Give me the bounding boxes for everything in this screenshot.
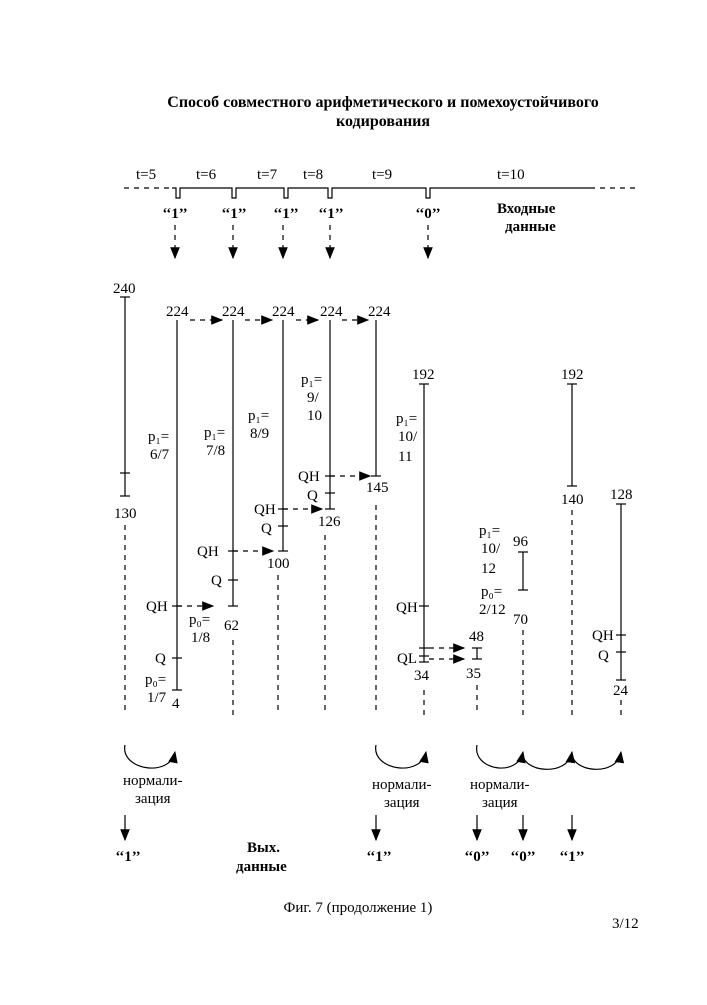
value-240: 240 [113, 281, 136, 297]
title-line-1: Способ совместного арифметического и пом… [167, 94, 598, 111]
prob-p0-h-label: p₀= [145, 672, 166, 688]
value-126: 126 [318, 514, 341, 530]
value-224-c: 224 [272, 304, 295, 320]
input-label-line-2: данные [505, 219, 556, 235]
prob-p1-f-value-2: 12 [481, 561, 496, 577]
marker-q-4: Q [307, 488, 318, 504]
input-label-line-1: Входные [497, 201, 556, 217]
output-symbol-4: ‘‘0’’ [510, 849, 535, 865]
marker-q-1: Q [155, 651, 166, 667]
prob-p1-f-label: p₁= [479, 523, 500, 539]
normalization-label-2-line-1: нормали- [372, 777, 432, 793]
input-symbol-2: ‘‘1’’ [221, 206, 246, 222]
time-label-10: t=10 [497, 167, 525, 183]
value-192-a: 192 [412, 367, 435, 383]
time-label-7: t=7 [257, 167, 278, 183]
output-symbol-5: ‘‘1’’ [559, 849, 584, 865]
time-label-8: t=8 [303, 167, 323, 183]
prob-p1-b-value: 7/8 [206, 443, 225, 459]
prob-p0-g-value: 1/8 [191, 630, 210, 646]
value-96: 96 [513, 534, 529, 550]
value-70: 70 [513, 612, 528, 628]
input-symbol-1: ‘‘1’’ [162, 206, 187, 222]
marker-ql: QL [397, 651, 417, 667]
marker-qh-1: QH [146, 599, 168, 615]
value-224-b: 224 [222, 304, 245, 320]
prob-p1-c-label: p₁= [248, 408, 269, 424]
marker-qh-6: QH [592, 628, 614, 644]
output-label-line-2: данные [236, 859, 287, 875]
output-arrows [125, 815, 572, 840]
normalization-label-3-line-2: зация [482, 795, 518, 811]
time-label-9: t=9 [372, 167, 392, 183]
input-symbol-4: ‘‘1’’ [318, 206, 343, 222]
value-62: 62 [224, 618, 239, 634]
input-symbol-5: ‘‘0’’ [415, 206, 440, 222]
normalization-label-3-line-1: нормали- [470, 777, 530, 793]
prob-p1-d-label: p₁= [301, 372, 322, 388]
prob-p0-i-label: p₀= [481, 584, 502, 600]
value-224-e: 224 [368, 304, 391, 320]
value-35: 35 [466, 666, 481, 682]
marker-q-6: Q [598, 648, 609, 664]
input-arrows [175, 225, 428, 258]
normalization-loops [125, 745, 621, 769]
interval-192-140 [567, 384, 577, 715]
prob-p1-a-label: p₁= [148, 429, 169, 445]
output-symbol-3: ‘‘0’’ [464, 849, 489, 865]
title-line-2: кодирования [336, 113, 430, 130]
prob-p0-i-value: 2/12 [479, 602, 506, 618]
output-symbol-2: ‘‘1’’ [366, 849, 391, 865]
marker-qh-5: QH [396, 600, 418, 616]
value-24: 24 [613, 683, 629, 699]
prob-p1-e-value-1: 10/ [398, 429, 418, 445]
value-224-d: 224 [320, 304, 343, 320]
value-192-b: 192 [561, 367, 584, 383]
value-130: 130 [114, 506, 137, 522]
value-140: 140 [561, 492, 584, 508]
prob-p0-g-label: p₀= [189, 612, 210, 628]
marker-q-2: Q [211, 573, 222, 589]
prob-p1-c-value: 8/9 [250, 426, 269, 442]
output-symbol-1: ‘‘1’’ [115, 849, 140, 865]
prob-p1-a-value: 6/7 [150, 447, 170, 463]
interval-192-34 [419, 384, 464, 715]
prob-p1-b-label: p₁= [204, 425, 225, 441]
output-label-line-1: Вых. [247, 840, 280, 856]
prob-p0-h-value: 1/7 [147, 690, 167, 706]
prob-p1-d-value-1: 9/ [307, 390, 320, 406]
figure-caption: Фиг. 7 (продолжение 1) [284, 900, 433, 916]
marker-qh-4: QH [298, 469, 320, 485]
interval-224-145 [371, 320, 381, 715]
marker-qh-3: QH [254, 502, 276, 518]
value-224-a: 224 [166, 304, 189, 320]
value-34: 34 [414, 668, 430, 684]
timeline [124, 188, 640, 198]
page-number: 3/12 [612, 916, 639, 932]
time-label-5: t=5 [136, 167, 156, 183]
normalization-label-2-line-2: зация [384, 795, 420, 811]
time-label-6: t=6 [196, 167, 217, 183]
value-48: 48 [469, 629, 484, 645]
normalization-label-1-line-2: зация [135, 791, 171, 807]
interval-96-70 [518, 552, 528, 715]
value-128: 128 [610, 487, 633, 503]
normalization-label-1-line-1: нормали- [123, 773, 183, 789]
prob-p1-f-value-1: 10/ [481, 541, 501, 557]
marker-q-3: Q [261, 521, 272, 537]
prob-p1-e-label: p₁= [396, 411, 417, 427]
marker-qh-2: QH [197, 544, 219, 560]
value-4: 4 [172, 696, 180, 712]
prob-p1-d-value-2: 10 [307, 408, 322, 424]
prob-p1-e-value-2: 11 [398, 449, 412, 465]
value-100: 100 [267, 556, 290, 572]
input-symbol-3: ‘‘1’’ [273, 206, 298, 222]
value-145: 145 [366, 480, 389, 496]
